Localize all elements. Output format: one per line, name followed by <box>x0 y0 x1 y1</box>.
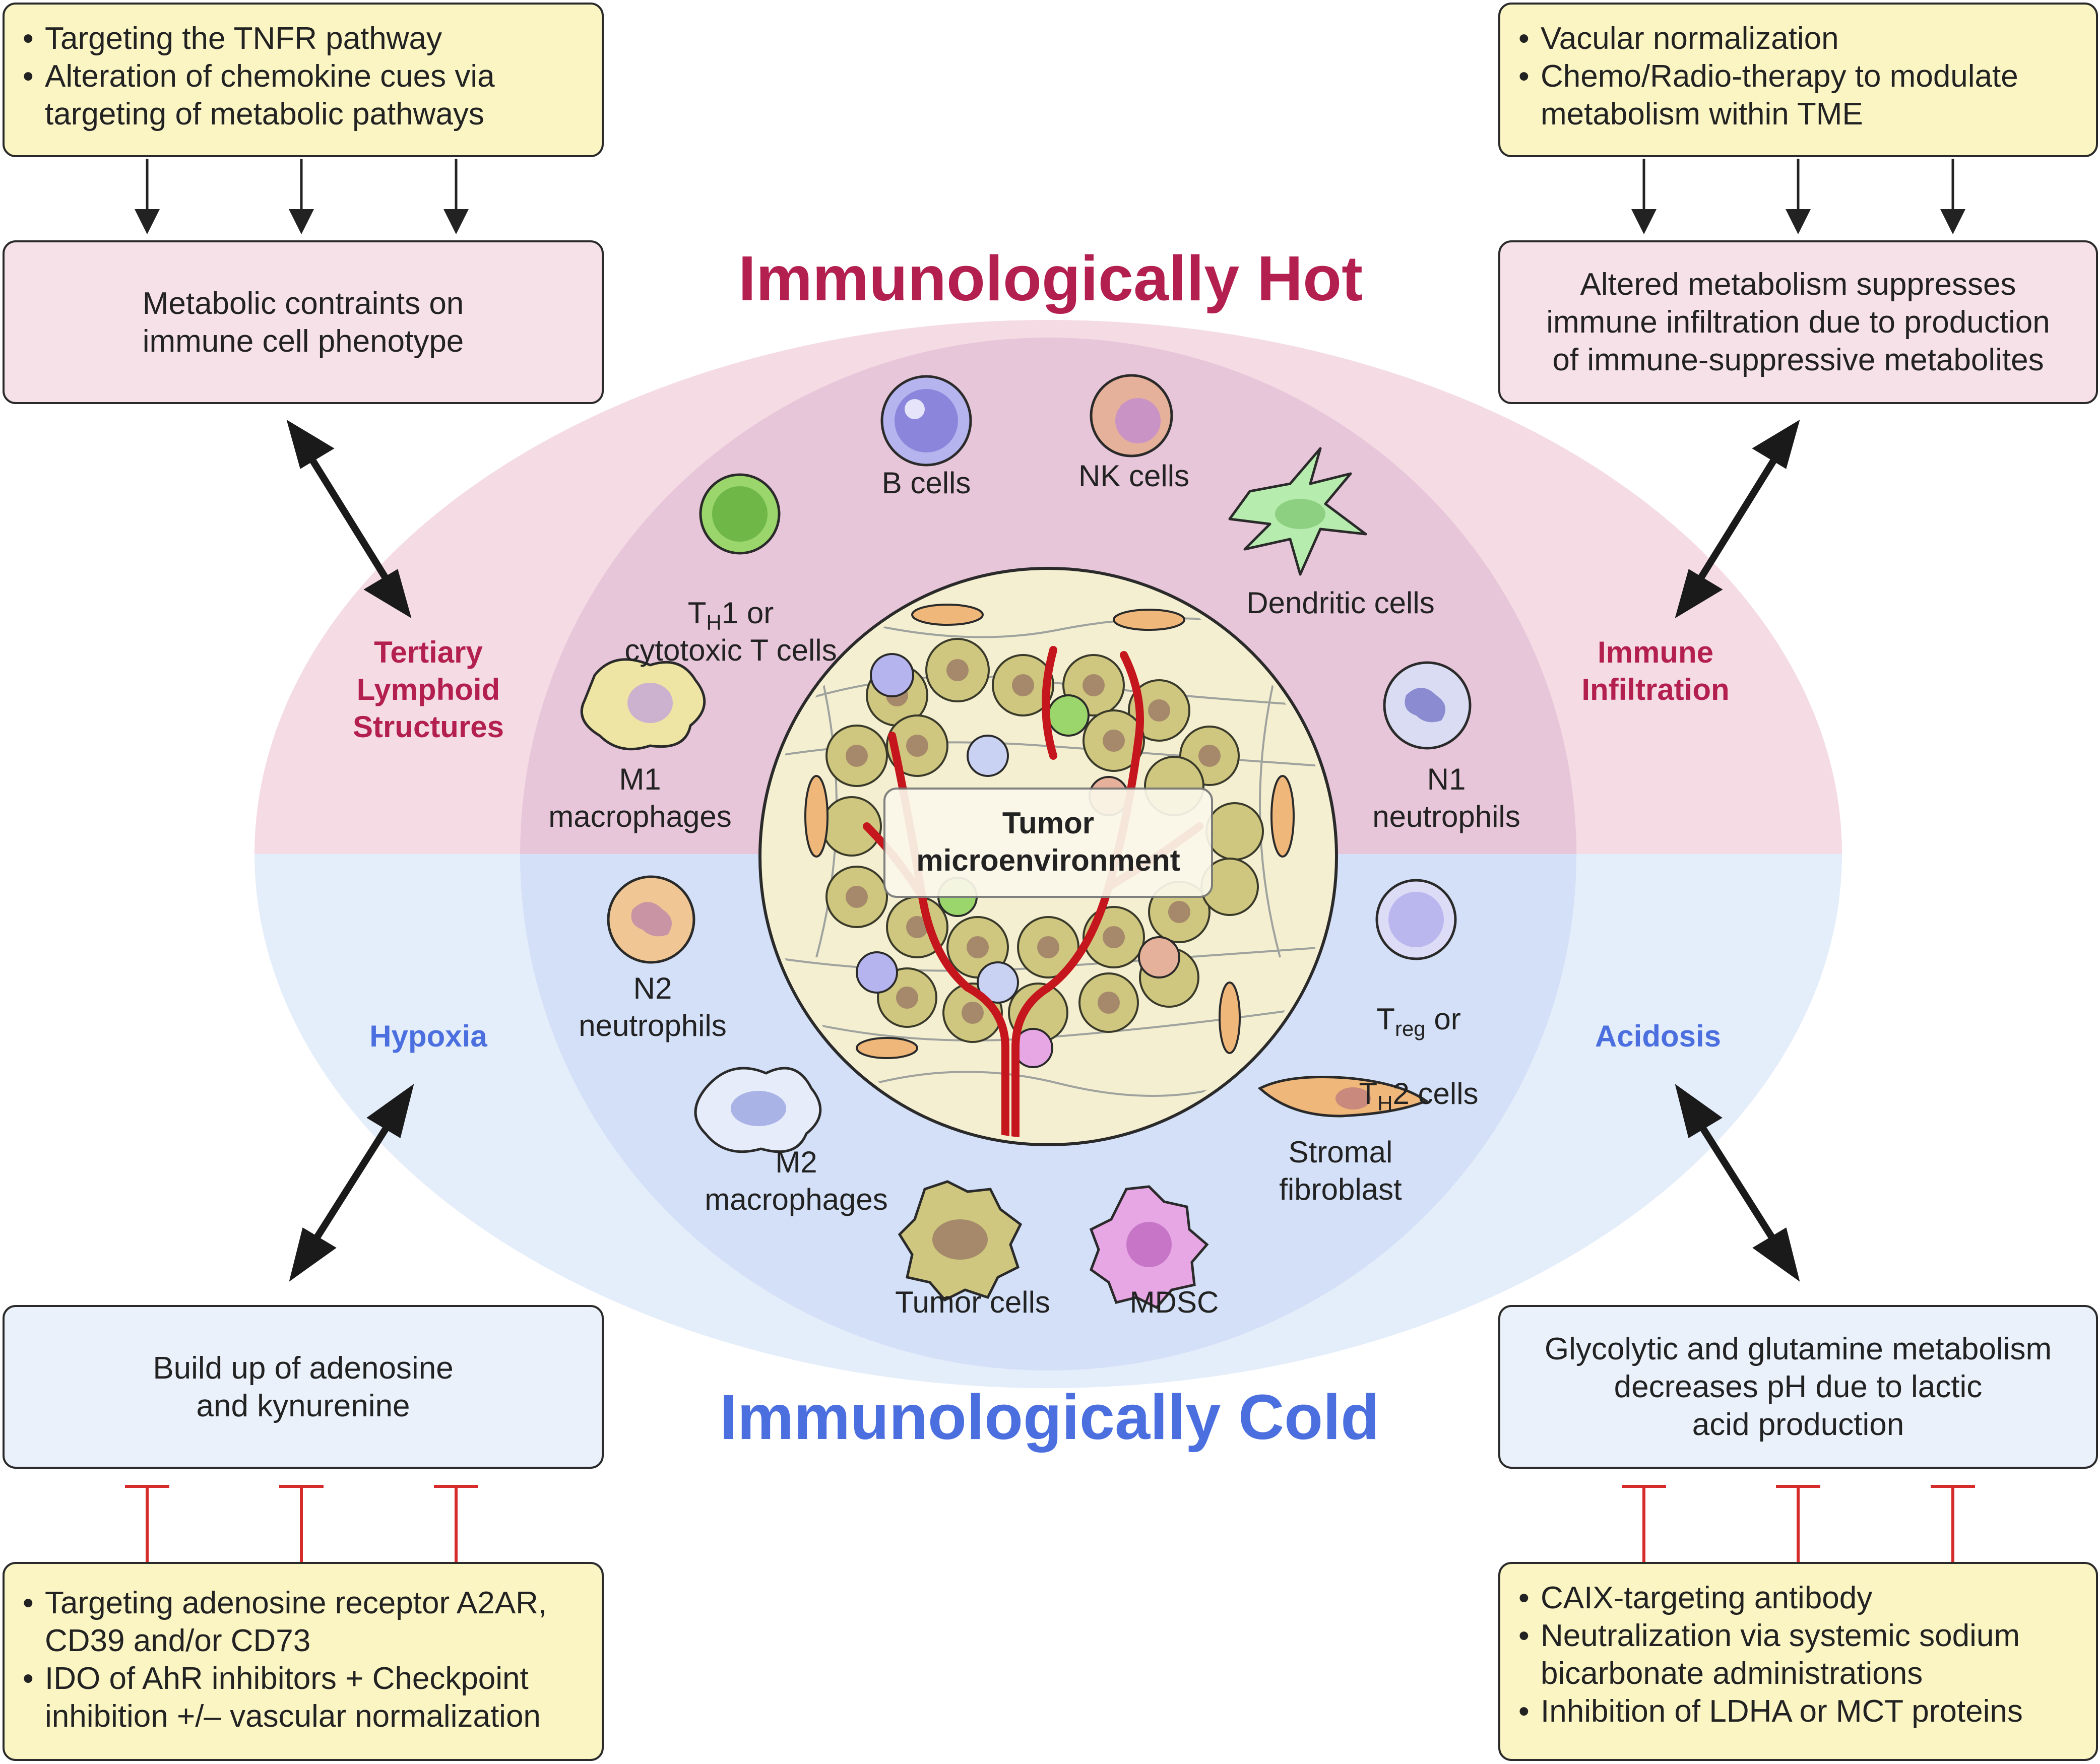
macrophage-icon <box>580 658 706 751</box>
inhibition-bar-icon <box>125 1485 169 1562</box>
mechanism-text: Metabolic contraints on immune cell phen… <box>142 286 464 359</box>
double-arrow-icon <box>1675 1084 1800 1282</box>
treg-label-l1-pre: T <box>1376 1002 1395 1036</box>
mechanism-text: Glycolytic and glutamine metabolism decr… <box>1544 1332 2052 1442</box>
tme-label-panel <box>883 788 1213 898</box>
mechanism-text: Build up of adenosine and kynurenine <box>153 1350 454 1423</box>
mdsc-label: MDSC <box>1129 1285 1219 1319</box>
bottom-left-inhibition <box>125 1485 478 1562</box>
inhibition-bar-icon <box>434 1485 478 1562</box>
t-cell-icon <box>1375 879 1457 960</box>
th1-label-sub: H <box>706 611 722 634</box>
fibroblast-icon <box>1257 1076 1429 1118</box>
inhibition-bar-icon <box>1776 1485 1820 1562</box>
inhibition-bar-icon <box>1931 1485 1975 1562</box>
n2-label: N2 neutrophils <box>579 971 727 1042</box>
treg-label-l2-sub: H <box>1377 1091 1393 1115</box>
m1-label: M1 macrophages <box>548 762 732 833</box>
m2-label: M2 macrophages <box>705 1145 888 1216</box>
th1-label-post: 1 or cytotoxic T cells <box>624 596 837 667</box>
bottom-right-inhibition <box>1622 1485 1975 1562</box>
treg-label: Treg or TH2 cells <box>1310 963 1527 1115</box>
top-right-therapy-box: Vacular normalization Chemo/Radio-therap… <box>1498 3 2098 157</box>
treg-label-l1-post: or <box>1425 1002 1461 1036</box>
therapy-bullet: CAIX-targeting antibody <box>1514 1579 2086 1617</box>
n1-label: N1 neutrophils <box>1372 762 1520 833</box>
nk-cells-label: NK cells <box>1078 459 1190 493</box>
tls-label: Tertiary Lymphoid Structures <box>352 635 504 744</box>
tme-label: Tumor microenvironment <box>916 806 1180 877</box>
mechanism-text: Altered metabolism suppresses immune inf… <box>1546 267 2050 377</box>
therapy-bullet: IDO of AhR inhibitors + Checkpoint inhib… <box>19 1660 592 1735</box>
top-right-mechanism-box: Altered metabolism suppresses immune inf… <box>1498 240 2098 404</box>
inhibition-bar-icon <box>1622 1485 1666 1562</box>
th1-label: TH1 or cytotoxic T cells <box>580 557 882 669</box>
b-cells-label: B cells <box>881 466 971 500</box>
double-arrows <box>286 419 1800 1282</box>
tumor-cell-icon <box>898 1180 1023 1302</box>
nk-cell-icon <box>1090 374 1173 458</box>
dendritic-cells-label: Dendritic cells <box>1246 586 1435 620</box>
bottom-left-mechanism-box: Build up of adenosine and kynurenine <box>3 1305 604 1469</box>
treg-label-l2-pre: T <box>1359 1077 1378 1110</box>
double-arrow-icon <box>289 1084 414 1282</box>
tumor-cells-label: Tumor cells <box>895 1285 1050 1319</box>
t-cell-icon <box>699 473 781 555</box>
therapy-bullet: Targeting adenosine receptor A2AR, CD39 … <box>19 1584 592 1660</box>
therapy-bullet: Neutralization via systemic sodium bicar… <box>1514 1617 2086 1692</box>
therapy-bullet: Chemo/Radio-therapy to modulate metaboli… <box>1514 57 2081 133</box>
top-right-down-arrows <box>1631 159 1965 234</box>
neutrophil-icon <box>607 875 695 964</box>
hypoxia-label: Hypoxia <box>369 1019 487 1053</box>
treg-label-l2-post: 2 cells <box>1392 1077 1479 1110</box>
acidosis-label: Acidosis <box>1595 1019 1722 1053</box>
macrophage-icon <box>694 1067 822 1153</box>
cold-heading: Immunologically Cold <box>720 1382 1380 1453</box>
therapy-bullet: Vacular normalization <box>1514 20 2081 57</box>
therapy-bullet: Targeting the TNFR pathway <box>19 20 587 57</box>
hot-heading: Immunologically Hot <box>738 243 1363 314</box>
b-cell-icon <box>880 375 972 467</box>
stromal-label: Stromal fibroblast <box>1279 1135 1402 1206</box>
therapy-bullet: Alteration of chemokine cues via targeti… <box>19 57 587 133</box>
double-arrow-icon <box>286 419 412 619</box>
top-left-mechanism-box: Metabolic contraints on immune cell phen… <box>3 240 604 404</box>
th1-label-pre: T <box>687 596 707 630</box>
tumor-microenvironment <box>758 567 1338 1146</box>
dendritic-cell-icon <box>1228 447 1367 576</box>
double-arrow-icon <box>1675 419 1800 619</box>
mdsc-icon <box>1089 1185 1209 1310</box>
immune-infiltration-label: Immune Infiltration <box>1581 635 1730 706</box>
bottom-left-therapy-box: Targeting adenosine receptor A2AR, CD39 … <box>3 1562 604 1761</box>
inhibition-bar-icon <box>279 1485 324 1562</box>
bottom-right-mechanism-box: Glycolytic and glutamine metabolism decr… <box>1498 1305 2098 1469</box>
treg-label-l1-sub: reg <box>1394 1017 1426 1040</box>
top-left-down-arrows <box>135 159 469 234</box>
neutrophil-icon <box>1383 661 1472 750</box>
therapy-bullet: Inhibition of LDHA or MCT proteins <box>1514 1692 2086 1730</box>
top-left-therapy-box: Targeting the TNFR pathway Alteration of… <box>3 3 604 157</box>
bottom-right-therapy-box: CAIX-targeting antibody Neutralization v… <box>1498 1562 2098 1761</box>
